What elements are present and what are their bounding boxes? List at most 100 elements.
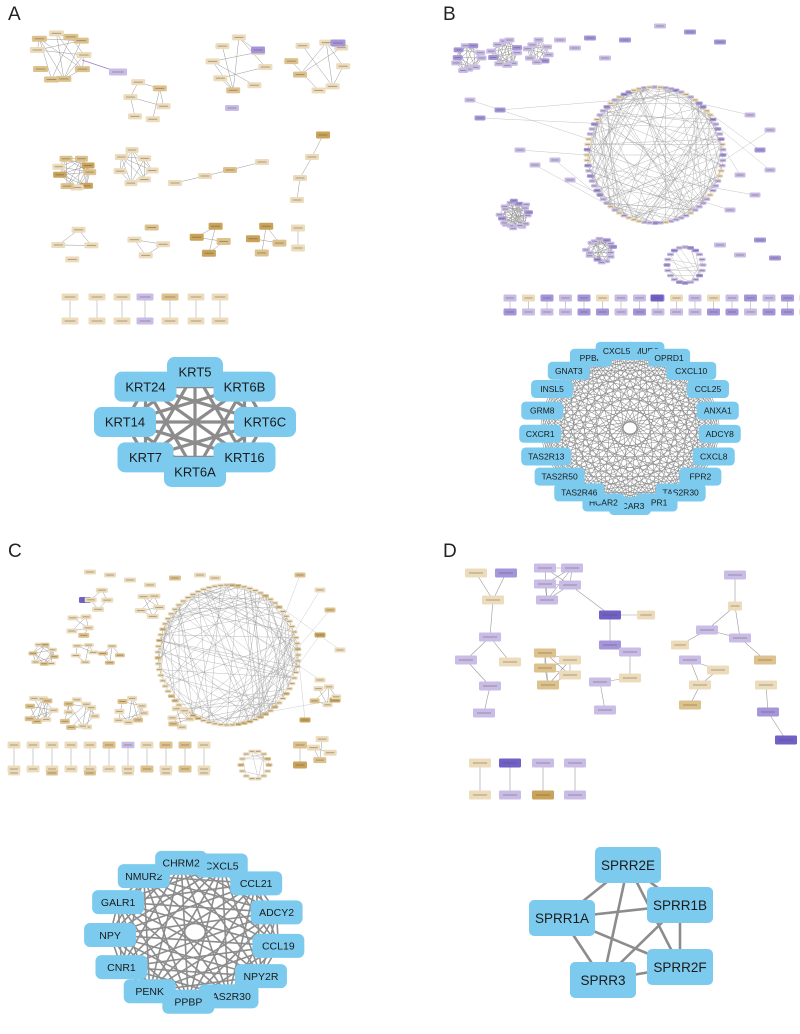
network-node — [583, 147, 591, 152]
edge — [226, 584, 271, 711]
network-node — [293, 741, 307, 749]
network-node — [154, 650, 162, 654]
node-label-mark — [158, 674, 164, 676]
network-node — [80, 614, 92, 620]
network-node — [615, 95, 623, 99]
network-node — [48, 707, 59, 713]
network-node — [754, 655, 776, 665]
node-label-mark — [656, 25, 664, 27]
node-label-mark — [524, 48, 531, 50]
edge — [167, 618, 194, 716]
node-label-mark — [295, 744, 305, 746]
hub-edge — [120, 862, 182, 968]
node-label-mark — [602, 614, 618, 616]
network-node — [154, 656, 162, 660]
node-label-mark — [710, 118, 716, 120]
edge — [519, 149, 588, 156]
edge — [242, 770, 264, 777]
edge — [249, 588, 271, 711]
hub-node-label: CXCR1 — [526, 429, 555, 439]
edge — [599, 114, 625, 216]
network-node — [522, 294, 535, 302]
node-label-mark — [276, 702, 282, 704]
network-node — [577, 308, 591, 316]
edge — [599, 115, 612, 207]
node-label-mark — [693, 279, 698, 281]
edge — [39, 38, 83, 70]
node-label-mark — [224, 584, 229, 586]
node-label-mark — [472, 762, 488, 764]
network-node — [95, 587, 108, 593]
node-label-mark — [523, 203, 529, 205]
network-node — [515, 223, 524, 228]
edge — [497, 44, 500, 64]
hub-edge — [559, 433, 720, 477]
node-label-mark — [178, 726, 186, 728]
node-label-mark — [333, 696, 340, 698]
edge — [529, 39, 539, 59]
edge — [302, 45, 333, 87]
network-node — [216, 237, 231, 245]
network-node — [687, 95, 695, 99]
network-node — [146, 613, 159, 619]
node-label-mark — [286, 60, 296, 62]
node-label-mark — [91, 296, 103, 298]
node-label-mark — [603, 260, 609, 262]
node-label-mark — [316, 589, 324, 591]
network-node — [266, 709, 274, 713]
node-label-mark — [716, 41, 724, 43]
network-node — [504, 37, 515, 43]
node-label-mark — [84, 627, 92, 629]
network-node — [561, 563, 583, 573]
edge — [222, 46, 234, 91]
network-node — [60, 183, 74, 190]
hub-edge — [603, 433, 720, 503]
edge — [162, 602, 275, 681]
network-node — [292, 670, 300, 675]
edge — [159, 669, 261, 718]
network-node — [323, 684, 334, 690]
node-label-mark — [142, 744, 152, 746]
edge — [497, 44, 508, 66]
node-label-mark — [673, 89, 679, 91]
network-node — [271, 705, 279, 709]
network-node — [121, 742, 135, 748]
network-node — [458, 67, 469, 73]
network-node — [529, 162, 541, 168]
edge — [243, 586, 261, 718]
node-label-mark — [584, 159, 590, 161]
node-label-mark — [636, 88, 642, 90]
node-label-mark — [123, 768, 133, 770]
node-label-mark — [672, 249, 677, 251]
edge — [109, 646, 113, 663]
hub-node-label: NPY — [99, 930, 121, 942]
network-node — [559, 294, 572, 302]
hub-node-box — [529, 900, 595, 936]
node-label-mark — [46, 79, 57, 81]
hub-node: KRT6B — [213, 371, 276, 402]
hub-node: SPRR2F — [647, 949, 713, 985]
edge — [325, 42, 333, 87]
network-node — [699, 105, 707, 109]
network-node — [532, 758, 554, 768]
edge — [590, 133, 696, 211]
network-node — [475, 50, 486, 56]
network-node — [569, 45, 581, 51]
node-label-mark — [211, 225, 221, 227]
edge — [597, 238, 600, 260]
hub-node: TAS2R46 — [554, 483, 605, 502]
node-label-mark — [83, 164, 93, 166]
node-label-mark — [141, 254, 151, 256]
node-label-mark — [104, 768, 114, 770]
hub-node-label: GNAT3 — [555, 366, 583, 376]
node-label-mark — [160, 680, 166, 682]
network-node — [251, 588, 259, 593]
hub-node-box — [252, 933, 305, 958]
hub-node: FPR2 — [679, 467, 722, 486]
network-node — [514, 147, 526, 153]
network-node — [127, 695, 138, 701]
node-label-mark — [682, 246, 688, 248]
network-node — [134, 608, 147, 614]
network-node — [275, 605, 283, 609]
hub-edge — [603, 350, 617, 503]
